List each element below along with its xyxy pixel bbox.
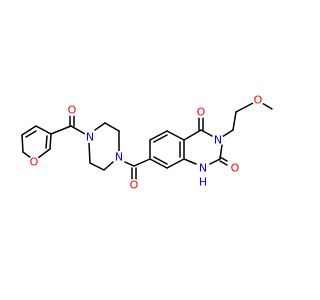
bond (153, 134, 168, 143)
bond (124, 161, 135, 167)
atom-o-furan: O (30, 156, 39, 169)
bond (166, 130, 185, 141)
bond (235, 102, 254, 113)
bond (21, 125, 37, 136)
atom-o-amide-carbonyl: O (130, 179, 139, 192)
bond (21, 134, 24, 153)
bond (25, 130, 37, 138)
bond (209, 158, 221, 165)
atom-bg (113, 151, 125, 163)
bond (50, 125, 72, 135)
bond (37, 148, 51, 159)
bond (232, 111, 237, 131)
bond (219, 156, 228, 162)
bond (49, 133, 52, 150)
atom-bg (197, 176, 209, 188)
atom-labels: O O N N O O N O N H O (28, 94, 264, 192)
bond (221, 129, 234, 138)
atom-n3: N (214, 134, 222, 147)
atom-bg (197, 162, 209, 174)
bond (94, 122, 106, 131)
bond (219, 160, 228, 166)
atom-bg (28, 156, 40, 168)
bond (104, 122, 120, 132)
bond (133, 158, 151, 167)
bond (153, 156, 168, 165)
atom-h-on-n1: H (199, 176, 207, 189)
bond (166, 158, 185, 169)
atom-bg (128, 179, 140, 191)
molecule-structure: O O N N O O N O N H O (21, 94, 273, 192)
bond (89, 162, 105, 171)
atom-o-c2-carbonyl: O (231, 162, 240, 175)
atom-bg (229, 162, 241, 174)
bond (183, 158, 197, 165)
atom-bg (212, 134, 224, 146)
bond (103, 161, 114, 171)
bond (70, 125, 86, 135)
atom-o-c4-carbonyl: O (197, 106, 206, 119)
bonds (21, 102, 273, 180)
bond (88, 142, 91, 164)
bond (149, 158, 168, 169)
bond (200, 129, 213, 137)
bond (261, 102, 273, 110)
atom-o-methoxy: O (254, 94, 263, 107)
atom-bg (195, 106, 207, 118)
atom-bg (252, 94, 264, 106)
bond (183, 129, 202, 141)
bond (149, 130, 168, 141)
atom-n-piperazine-right: N (115, 151, 123, 164)
atom-n-piperazine-left: N (86, 131, 94, 144)
atom-o-furoyl-carbonyl: O (68, 104, 77, 117)
bond (22, 151, 32, 159)
bond (45, 135, 48, 149)
atom-bg (84, 131, 96, 143)
bond (35, 125, 52, 135)
atom-n1: N (199, 162, 207, 175)
atom-bg (66, 104, 78, 116)
